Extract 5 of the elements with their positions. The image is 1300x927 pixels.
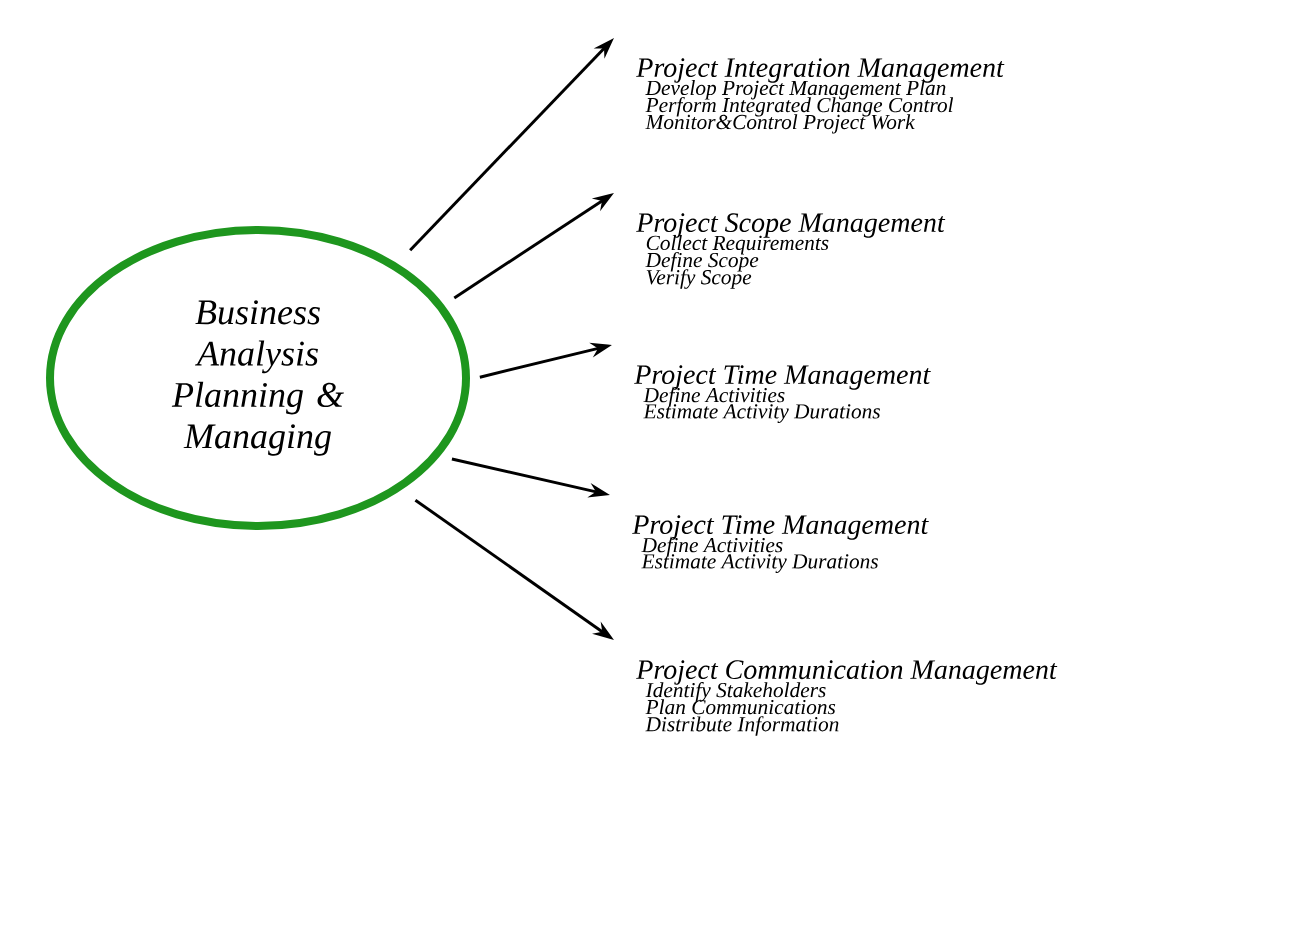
topic-list: Project Time Management Define Activities Estimate Activity Durations	[632, 515, 929, 573]
topic-list: Project Time Management Define Activities Estimate Activity Durations	[634, 365, 931, 423]
topic-list: Project Integration Management Develop Project Management Plan Perform Integrated Change Control Monitor&Control Project Work	[636, 58, 1005, 134]
topic-list: Project Scope Management Collect Requirements Define Scope Verify Scope	[636, 213, 946, 289]
topic-list: Project Communication Management Identify Stakeholders Plan Communications Distribute Information	[636, 660, 1058, 736]
